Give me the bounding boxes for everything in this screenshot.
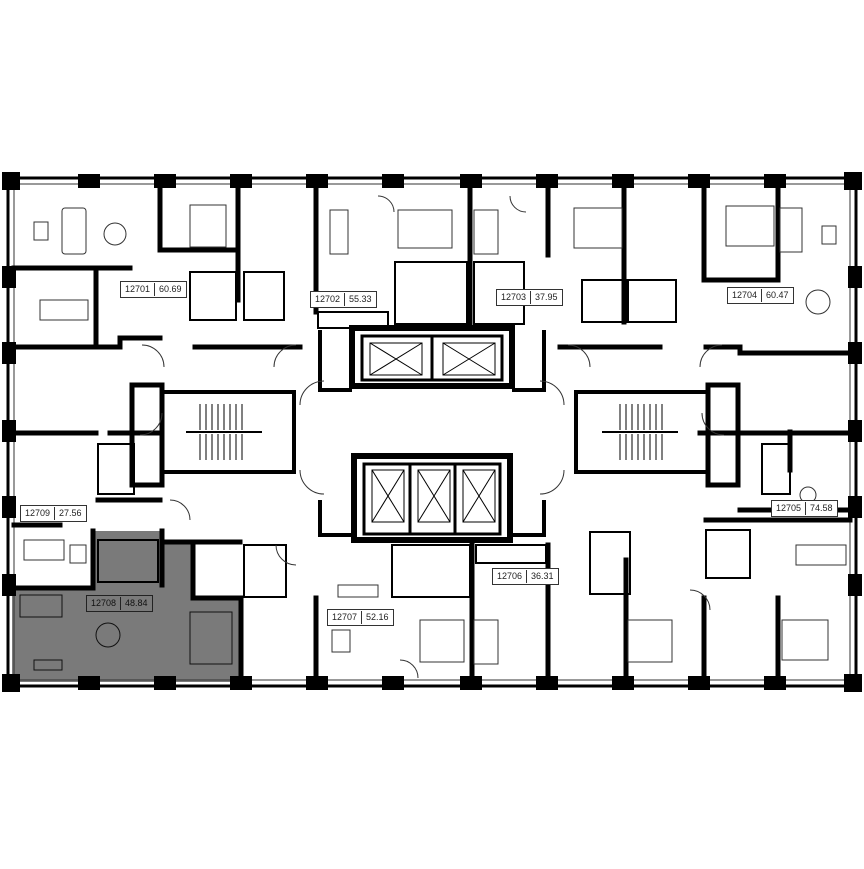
unit-number: 12707 [328, 611, 363, 624]
partitions [97, 261, 791, 598]
unit-number: 12702 [311, 293, 346, 306]
unit-area: 55.33 [349, 294, 372, 304]
unit-number: 12704 [728, 289, 763, 302]
unit-area: 74.58 [810, 503, 833, 513]
unit-label-12701[interactable]: 12701 60.69 [120, 281, 187, 298]
unit-area: 60.69 [159, 284, 182, 294]
unit-number: 12709 [21, 507, 56, 520]
unit-area: 37.95 [535, 292, 558, 302]
stairwell-left [129, 382, 296, 488]
unit-label-12708[interactable]: 12708 48.84 [86, 595, 153, 612]
stairwell-right [574, 382, 741, 488]
furniture [19, 204, 847, 671]
facade-columns [2, 172, 862, 692]
unit-label-12705[interactable]: 12705 74.58 [771, 500, 838, 517]
unit-label-12709[interactable]: 12709 27.56 [20, 505, 87, 522]
unit-label-12704[interactable]: 12704 60.47 [727, 287, 794, 304]
unit-area: 60.47 [766, 290, 789, 300]
unit-number: 12708 [87, 597, 122, 610]
unit-number: 12703 [497, 291, 532, 304]
unit-number: 12701 [121, 283, 156, 296]
unit-number: 12705 [772, 502, 807, 515]
door-swings [139, 195, 725, 679]
unit-area: 48.84 [125, 598, 148, 608]
unit-area: 27.56 [59, 508, 82, 518]
unit-label-12703[interactable]: 12703 37.95 [496, 289, 563, 306]
core [318, 325, 546, 543]
unit-area: 36.31 [531, 571, 554, 581]
elevator-shafts [369, 342, 496, 523]
unit-area: 52.16 [366, 612, 389, 622]
unit-number: 12706 [493, 570, 528, 583]
unit-label-12706[interactable]: 12706 36.31 [492, 568, 559, 585]
unit-label-12707[interactable]: 12707 52.16 [327, 609, 394, 626]
unit-label-12702[interactable]: 12702 55.33 [310, 291, 377, 308]
